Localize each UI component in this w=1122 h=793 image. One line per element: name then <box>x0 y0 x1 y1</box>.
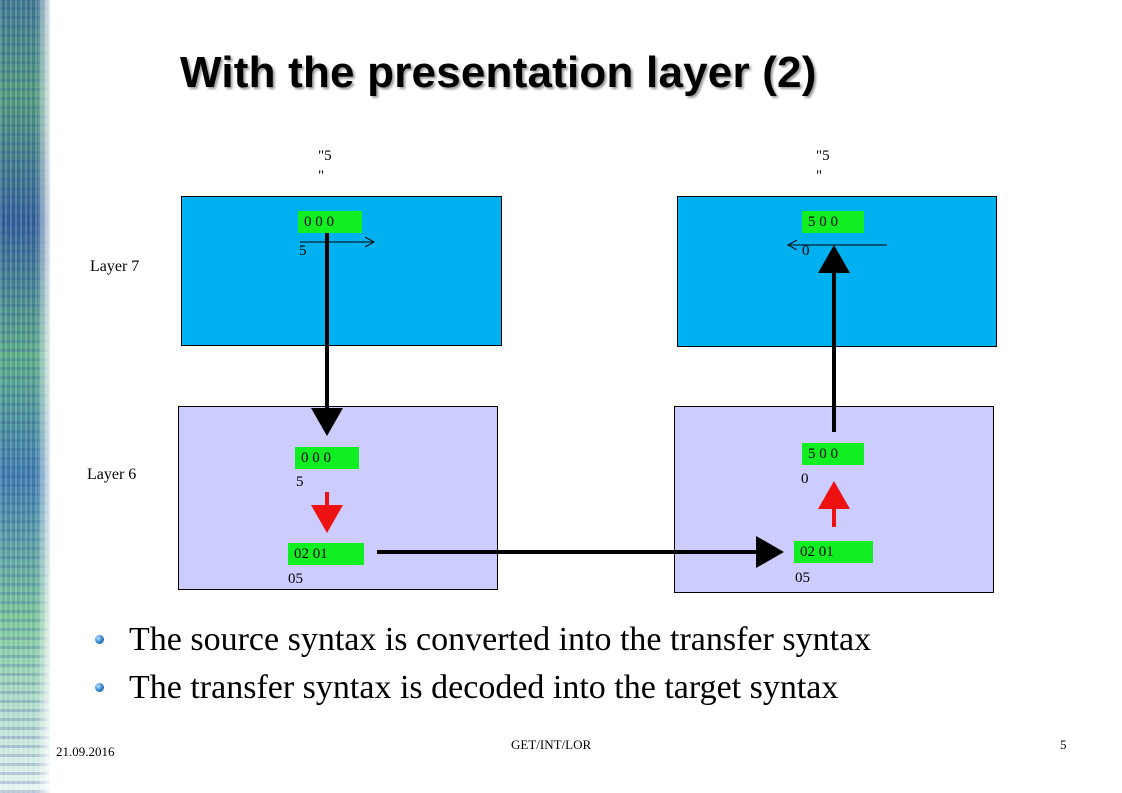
bullet-dot-icon <box>95 635 104 644</box>
slide-title: With the presentation layer (2) <box>180 48 817 97</box>
right-quote-line1: "5 <box>816 148 830 164</box>
left-layer6-box <box>178 406 498 590</box>
bullet-dot-icon <box>95 683 104 692</box>
bullet-text: The transfer syntax is decoded into the … <box>129 669 839 706</box>
right-quote-label: "5 " <box>816 146 830 186</box>
left-transfer-sub: 05 <box>288 571 303 587</box>
footer-date: 21.09.2016 <box>56 744 115 759</box>
left-layer6-value-chip: 0 0 0 <box>295 447 359 469</box>
layer-7-label: Layer 7 <box>90 258 140 275</box>
bullet-list: The source syntax is converted into the … <box>95 616 871 712</box>
left-transfer-chip: 02 01 <box>288 543 364 565</box>
right-layer6-box <box>674 406 994 593</box>
left-layer6-value-sub: 5 <box>296 474 304 490</box>
right-transfer-sub: 05 <box>795 570 810 586</box>
right-layer7-value-chip: 5 0 0 <box>802 211 864 233</box>
layer-6-label: Layer 6 <box>87 466 137 483</box>
bullet-text: The source syntax is converted into the … <box>129 621 872 658</box>
bullet-item: The source syntax is converted into the … <box>95 616 871 664</box>
footer-center: GET/INT/LOR <box>511 737 592 752</box>
decorative-side-strip <box>0 0 50 793</box>
right-layer6-value-sub: 0 <box>801 471 809 487</box>
left-layer7-value-sub: 5 <box>299 243 307 259</box>
bullet-item: The transfer syntax is decoded into the … <box>95 664 871 712</box>
footer-page-number: 5 <box>1060 737 1067 752</box>
left-quote-label: "5 " <box>318 146 332 186</box>
left-layer7-value-chip: 0 0 0 <box>298 211 362 233</box>
left-quote-line2: " <box>318 168 325 184</box>
right-transfer-chip: 02 01 <box>794 541 873 563</box>
right-quote-line2: " <box>816 168 823 184</box>
left-quote-line1: "5 <box>318 148 332 164</box>
right-layer6-value-chip: 5 0 0 <box>802 443 864 465</box>
right-layer7-value-sub: 0 <box>802 243 810 259</box>
